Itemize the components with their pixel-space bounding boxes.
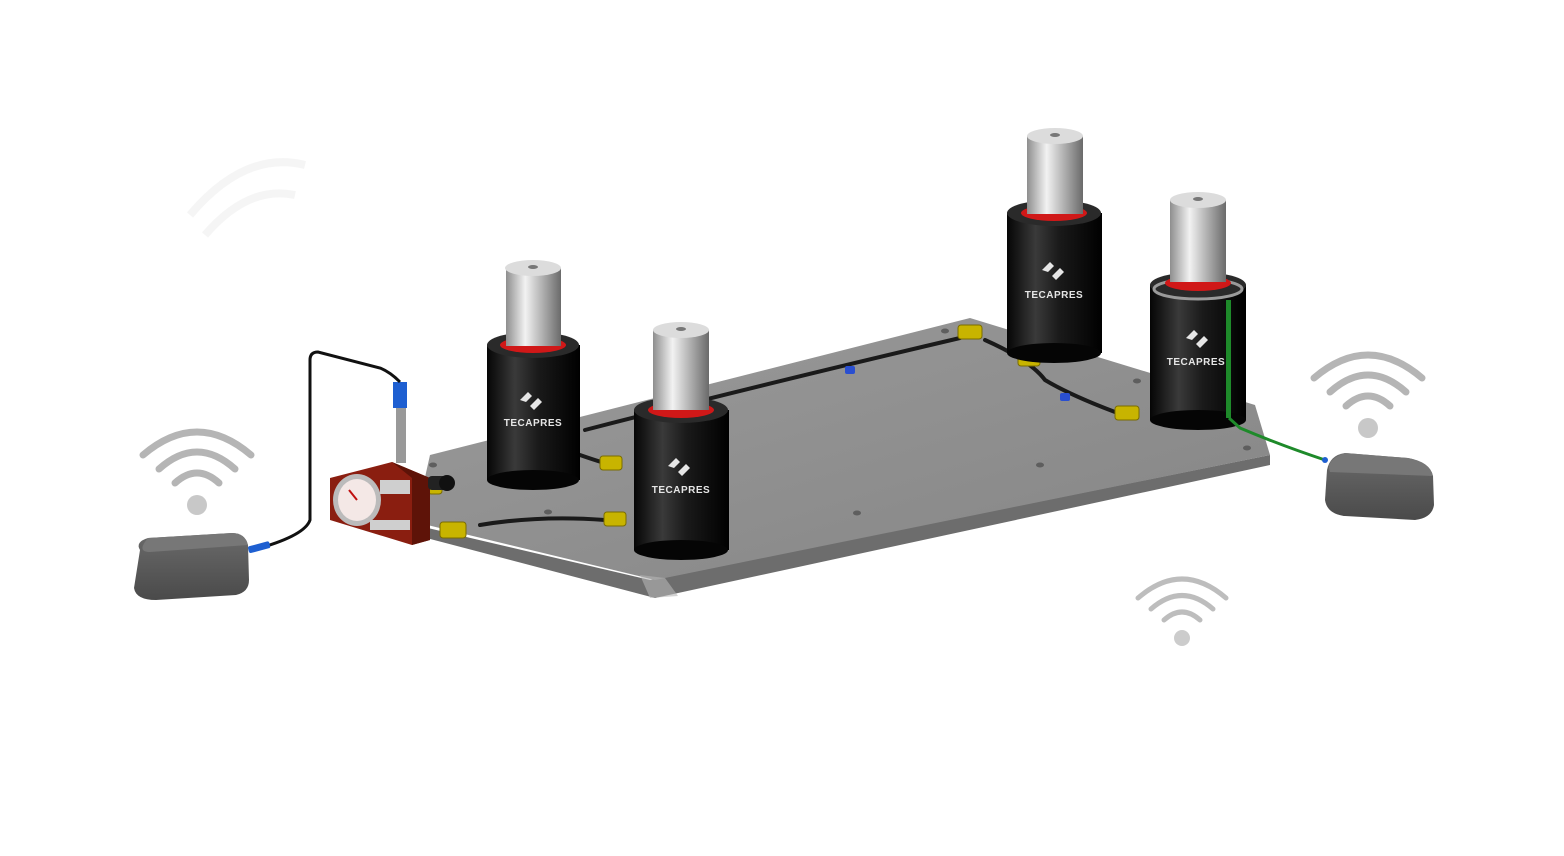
pressure-gauge-icon [333, 474, 381, 526]
tecapres-logo-icon [1186, 330, 1208, 348]
hydraulic-hoses [478, 336, 1117, 527]
green-sensor-cable [1227, 416, 1326, 462]
cylinder-2-brand: TECAPRES [652, 485, 710, 496]
black-sensor-cable [259, 350, 402, 550]
hydraulic-cylinder-4: TECAPRES [1150, 192, 1246, 430]
hose-clips [845, 366, 1070, 401]
base-plate-top [415, 318, 1270, 580]
base-plate [415, 318, 1270, 598]
left-wireless-sensor-box [134, 533, 249, 600]
mounting-holes [429, 328, 1251, 516]
cylinder-3-brand: TECAPRES [1025, 290, 1083, 301]
tecapres-logo-icon [520, 392, 542, 410]
manifold-block [330, 382, 455, 545]
right-wireless-sensor-box [1325, 453, 1434, 520]
cylinder-4-brand: TECAPRES [1167, 357, 1225, 368]
tecapres-logo-icon [1042, 262, 1064, 280]
hydraulic-cylinder-3: TECAPRES [1007, 128, 1102, 363]
hydraulic-cylinder-1: TECAPRES [487, 260, 580, 490]
tecapres-logo-icon [668, 458, 690, 476]
cylinder-1-brand: TECAPRES [504, 418, 562, 429]
hydraulic-cylinder-2: TECAPRES [634, 322, 729, 560]
background-wifi-watermark [186, 158, 306, 238]
wifi-icon [139, 428, 255, 515]
wifi-icon [1310, 351, 1426, 438]
wifi-icon [1135, 576, 1229, 646]
